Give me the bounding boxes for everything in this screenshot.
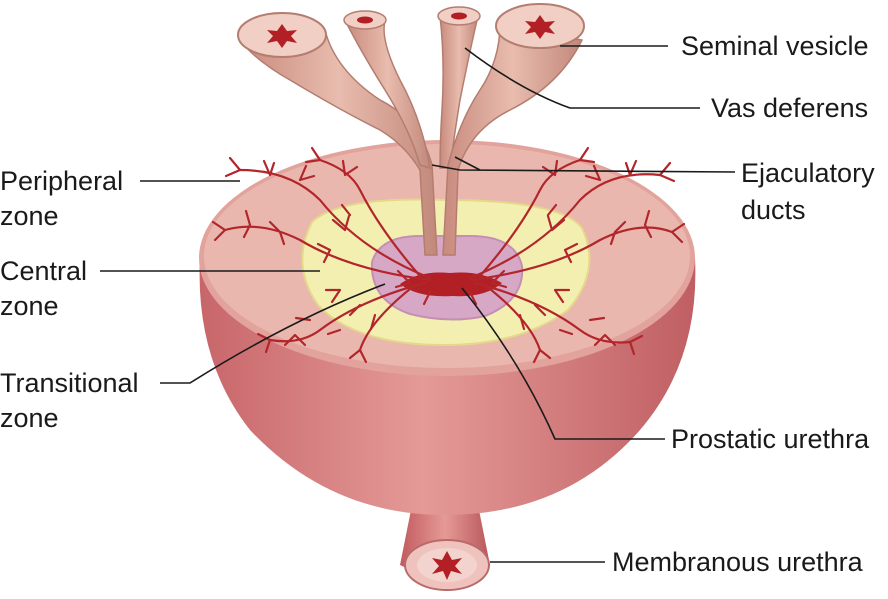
leader-lines xyxy=(100,45,736,563)
leader-ejaculatory-ducts xyxy=(431,164,736,173)
label-central-zone-line2: zone xyxy=(0,291,59,321)
label-central-zone-line1: Central xyxy=(0,256,88,286)
membranous-urethra xyxy=(400,505,490,591)
label-vas-deferens: Vas deferens xyxy=(711,93,869,123)
label-prostatic-urethra: Prostatic urethra xyxy=(671,424,870,454)
label-transitional-zone-line2: zone xyxy=(0,403,59,433)
leader-transitional-zone xyxy=(160,283,386,384)
ductal-branches xyxy=(211,146,686,364)
leader-ejaculatory-ducts-2 xyxy=(454,156,481,171)
label-ejaculatory-ducts-line1: Ejaculatory xyxy=(741,158,875,188)
label-peripheral-zone-line2: zone xyxy=(0,201,59,231)
leader-prostatic-urethra xyxy=(461,287,665,440)
label-peripheral-zone-line1: Peripheral xyxy=(0,166,124,196)
label-membranous-urethra: Membranous urethra xyxy=(612,547,863,577)
leader-vas-deferens xyxy=(464,47,700,109)
label-seminal-vesicle: Seminal vesicle xyxy=(681,31,869,61)
label-transitional-zone-line1: Transitional xyxy=(0,368,139,398)
label-ejaculatory-ducts-line2: ducts xyxy=(741,195,806,225)
